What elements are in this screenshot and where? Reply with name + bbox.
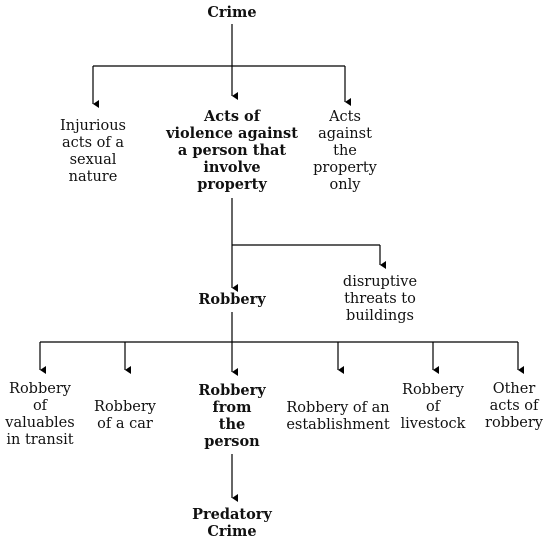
node-crime: Crime — [207, 4, 257, 21]
node-property-only: Acts against the property only — [313, 109, 377, 193]
node-predatory-crime: Predatory Crime — [192, 506, 272, 540]
node-robbery-livestock: Robbery of livestock — [400, 382, 466, 432]
node-other-robbery: Other acts of robbery — [485, 381, 543, 431]
node-robbery-valuables: Robbery of valuables in transit — [5, 381, 75, 448]
node-robbery: Robbery — [198, 291, 266, 308]
node-disruptive-threats: disruptive threats to buildings — [342, 274, 418, 324]
node-robbery-car: Robbery of a car — [94, 399, 156, 432]
node-robbery-establishment: Robbery of an establishment — [286, 400, 390, 433]
node-injurious-acts: Injurious acts of a sexual nature — [60, 118, 126, 185]
node-acts-of-violence: Acts of violence against a person that i… — [166, 108, 298, 193]
node-robbery-person: Robbery from the person — [198, 382, 266, 450]
